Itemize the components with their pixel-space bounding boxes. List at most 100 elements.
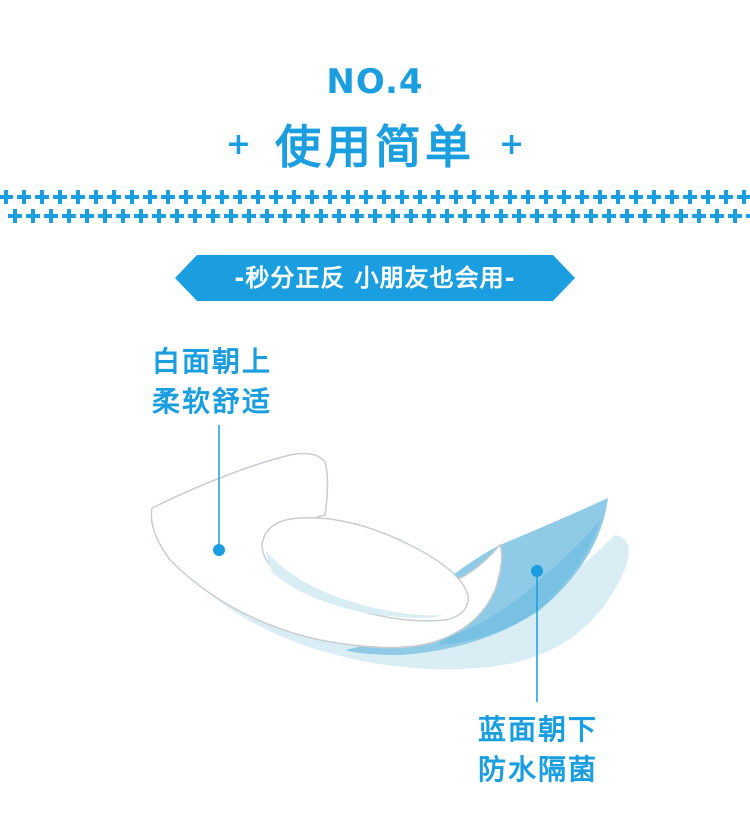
plus-mark: [112, 190, 116, 204]
plus-mark: [238, 190, 242, 204]
plus-mark: [364, 190, 368, 204]
section-title-row: + 使用简单 +: [0, 112, 750, 176]
callout-bottom-line1: 蓝面朝下: [478, 713, 599, 746]
plus-mark: [184, 190, 188, 204]
plus-mark: [256, 190, 260, 204]
plus-mark: [67, 209, 71, 223]
plus-mark: [746, 214, 750, 218]
plus-mark: [292, 190, 296, 204]
plus-mark: [580, 190, 584, 204]
plus-mark: [454, 190, 458, 204]
plus-mark: [310, 190, 314, 204]
plus-mark: [103, 209, 107, 223]
callout-top-line1: 白面朝上: [152, 345, 273, 378]
plus-mark: [436, 190, 440, 204]
plus-mark: [85, 209, 89, 223]
plus-icon-right: +: [499, 126, 525, 162]
plus-mark: [589, 209, 593, 223]
plus-mark: [346, 190, 350, 204]
plus-pattern-divider: [0, 190, 750, 223]
plus-mark: [193, 209, 197, 223]
plus-mark: [625, 209, 629, 223]
plus-mark: [355, 209, 359, 223]
section-title: 使用简单: [275, 120, 475, 174]
callout-top-line2: 柔软舒适: [152, 385, 273, 418]
plus-mark: [31, 209, 35, 223]
plus-mark: [247, 209, 251, 223]
plus-mark: [202, 190, 206, 204]
plus-mark: [508, 190, 512, 204]
plus-mark: [499, 209, 503, 223]
section-number: NO.4: [326, 62, 424, 102]
plus-mark: [391, 209, 395, 223]
plus-mark: [58, 190, 62, 204]
plus-mark: [607, 209, 611, 223]
plus-mark: [670, 190, 674, 204]
plus-mark: [634, 190, 638, 204]
plus-mark: [301, 209, 305, 223]
plus-mark: [724, 190, 728, 204]
plus-mark: [643, 209, 647, 223]
pad-blue-back-inner: [440, 520, 600, 645]
plus-mark: [274, 190, 278, 204]
plus-mark: [598, 190, 602, 204]
callout-bottom: 蓝面朝下 防水隔菌: [478, 710, 598, 790]
plus-mark: [418, 190, 422, 204]
plus-mark: [76, 190, 80, 204]
plus-mark: [148, 190, 152, 204]
plus-mark: [616, 190, 620, 204]
plus-mark: [13, 209, 17, 223]
plus-mark: [517, 209, 521, 223]
tagline-text: -秒分正反 小朋友也会用-: [234, 264, 516, 292]
plus-mark: [688, 190, 692, 204]
plus-mark: [463, 209, 467, 223]
plus-mark: [22, 190, 26, 204]
plus-mark: [175, 209, 179, 223]
plus-mark: [535, 209, 539, 223]
plus-mark: [265, 209, 269, 223]
plus-mark: [121, 209, 125, 223]
plus-mark: [427, 209, 431, 223]
plus-mark: [472, 190, 476, 204]
plus-mark: [706, 190, 710, 204]
plus-mark: [400, 190, 404, 204]
plus-mark: [544, 190, 548, 204]
plus-mark: [526, 190, 530, 204]
plus-mark: [49, 209, 53, 223]
plus-mark: [130, 190, 134, 204]
pad-inner-oval-shade: [265, 550, 445, 618]
plus-mark: [733, 209, 737, 223]
plus-mark: [373, 209, 377, 223]
plus-mark: [157, 209, 161, 223]
plus-mark: [652, 190, 656, 204]
plus-mark: [562, 190, 566, 204]
plus-mark: [337, 209, 341, 223]
plus-mark: [94, 190, 98, 204]
plus-mark: [4, 190, 8, 204]
plus-mark: [742, 190, 746, 204]
plus-mark: [139, 209, 143, 223]
plus-mark: [490, 190, 494, 204]
plus-mark: [715, 209, 719, 223]
plus-mark: [481, 209, 485, 223]
plus-mark: [211, 209, 215, 223]
plus-mark: [40, 190, 44, 204]
plus-mark: [382, 190, 386, 204]
plus-icon-left: +: [225, 126, 251, 162]
callout-top: 白面朝上 柔软舒适: [152, 342, 272, 422]
plus-mark: [697, 209, 701, 223]
callout-dot-top: [213, 544, 225, 556]
plus-mark: [319, 209, 323, 223]
plus-mark: [220, 190, 224, 204]
plus-mark: [166, 190, 170, 204]
plus-mark: [283, 209, 287, 223]
plus-mark: [679, 209, 683, 223]
plus-mark: [229, 209, 233, 223]
plus-mark: [409, 209, 413, 223]
plus-mark: [553, 209, 557, 223]
pad-shadow: [150, 520, 629, 670]
plus-mark: [571, 209, 575, 223]
plus-mark: [445, 209, 449, 223]
